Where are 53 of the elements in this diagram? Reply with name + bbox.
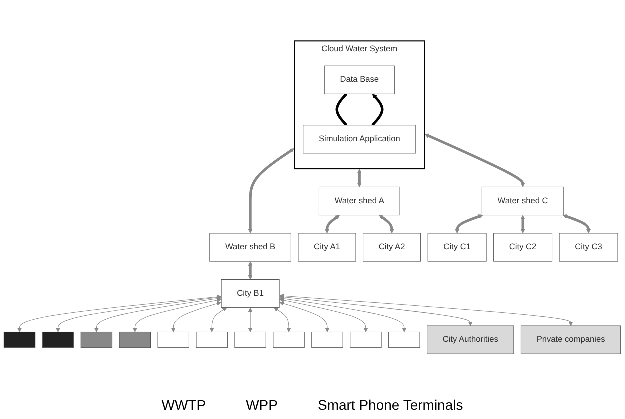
node-box: [298, 233, 356, 262]
arrow: [248, 308, 253, 332]
node-box: [363, 233, 422, 262]
arrow: [274, 308, 292, 332]
arrow: [248, 148, 295, 234]
node-box: [388, 332, 420, 348]
node-box: [428, 233, 487, 262]
node-box: [324, 66, 395, 94]
node-box: [119, 332, 152, 348]
node-box: [482, 186, 564, 216]
arrow: [248, 261, 253, 280]
node-box: [158, 332, 190, 348]
node-box: [350, 332, 382, 348]
node-box: [42, 332, 74, 348]
node-box: [80, 332, 113, 348]
node-box: [318, 186, 400, 216]
node-box: [520, 326, 622, 354]
arrow: [562, 214, 592, 234]
node-box: [196, 332, 228, 348]
arrow: [132, 298, 222, 332]
arrow: [357, 168, 362, 188]
connector: [336, 93, 348, 126]
node-box: [559, 233, 618, 262]
node-box: [273, 332, 305, 348]
arrow: [94, 296, 222, 332]
arrow: [280, 294, 574, 326]
cluster: [294, 40, 426, 170]
group-label: WPP: [246, 397, 278, 413]
node-box: [427, 326, 514, 354]
node-box: [303, 124, 416, 154]
arrow: [379, 215, 394, 234]
arrow: [455, 214, 484, 234]
node-box: [494, 233, 553, 262]
node-box: [4, 332, 36, 348]
group-label: WWTP: [162, 397, 206, 413]
node-box: [210, 233, 292, 262]
group-label: Smart Phone Terminals: [318, 397, 464, 413]
arrow: [520, 215, 526, 234]
arrow: [324, 215, 340, 234]
arrow: [280, 301, 330, 332]
arrow: [280, 296, 407, 332]
node-box: [312, 332, 344, 348]
arrow: [210, 308, 228, 332]
arrow: [372, 94, 384, 126]
arrow: [424, 134, 526, 188]
arrow: [171, 301, 222, 332]
arrow: [17, 294, 222, 332]
flowchart: Cloud Water System Data Base Simulation Application Water shed A Water shed B Water shed C City A1 City A2 City B1 City C1 City C2 City C3 City Authorities Private companies: [0, 36, 625, 358]
node-box: [234, 332, 266, 348]
arrow: [56, 295, 222, 332]
node-box: [221, 279, 280, 308]
arrow: [280, 298, 368, 332]
arrow: [280, 294, 473, 326]
